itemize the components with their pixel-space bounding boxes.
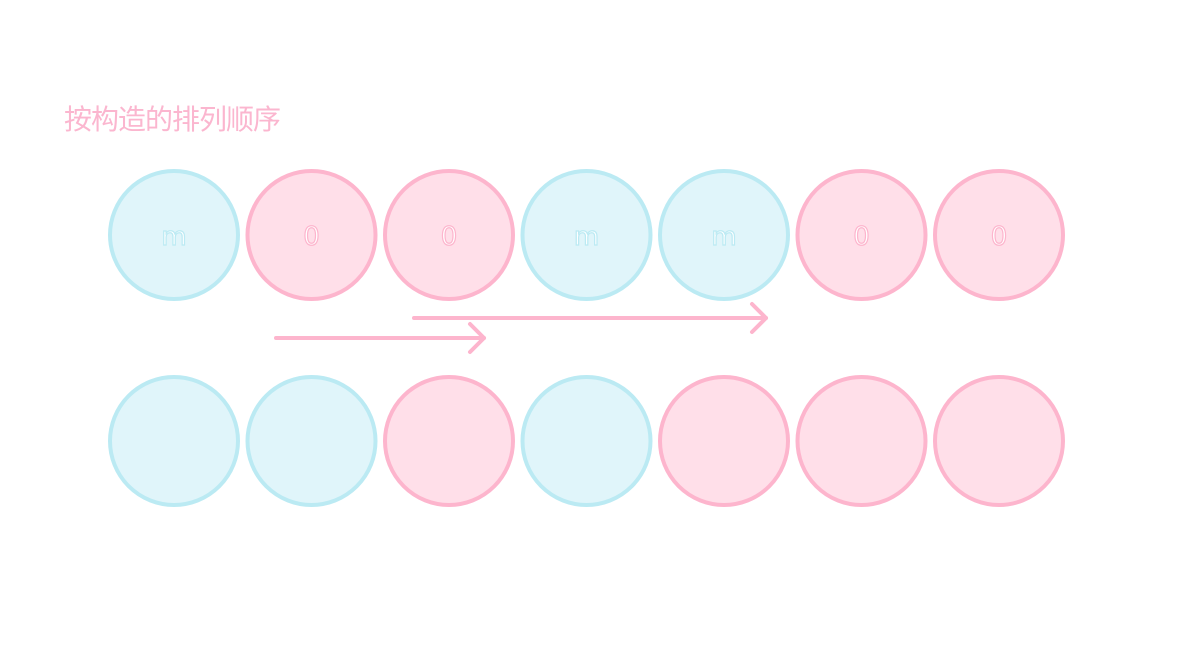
top-circle-4 — [520, 169, 653, 301]
top-circle-label-1: m — [161, 222, 186, 252]
top-row: m 0 0 m m 0 0 — [108, 169, 1065, 301]
bottom-row — [108, 375, 1065, 507]
top-circle-2 — [245, 169, 378, 301]
arrow-long — [412, 302, 768, 334]
bottom-circle-5 — [658, 375, 790, 507]
arrow-short-head — [468, 322, 486, 354]
top-circle-label-7: 0 — [991, 222, 1008, 252]
top-circle-label-2: 0 — [303, 222, 320, 252]
bottom-circle-1 — [108, 375, 240, 507]
arrow-short — [274, 322, 486, 354]
top-circle-label-4: m — [574, 222, 599, 252]
arrow-long-head — [750, 302, 768, 334]
arrows — [274, 302, 768, 354]
bottom-circle-3 — [383, 375, 515, 507]
diagram-title: 按构造的排列顺序 — [64, 103, 281, 136]
top-circle-5 — [658, 169, 790, 301]
top-circle-label-6: 0 — [853, 222, 870, 252]
bottom-circle-7 — [933, 375, 1065, 507]
bottom-circle-6 — [795, 375, 928, 507]
bottom-circle-2 — [245, 375, 378, 507]
top-circle-6 — [795, 169, 928, 301]
top-circle-label-5: m — [711, 222, 736, 252]
top-circle-3 — [383, 169, 515, 301]
top-circle-label-3: 0 — [441, 222, 458, 252]
bottom-circle-4 — [520, 375, 653, 507]
top-circle-1 — [108, 169, 240, 301]
top-circle-7 — [933, 169, 1065, 301]
